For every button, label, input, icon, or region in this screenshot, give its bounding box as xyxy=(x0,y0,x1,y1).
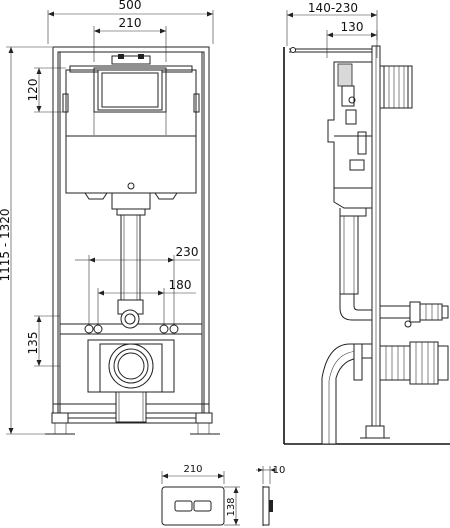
mounting-bar xyxy=(60,310,202,334)
dim-height-connections-label: 135 xyxy=(26,332,40,355)
dim-height-range: 1115 - 1320 xyxy=(0,47,52,434)
flush-plate-front: 210 138 xyxy=(162,464,240,525)
flush-pipe-side xyxy=(340,216,372,320)
dim-depth-range-label: 140-230 xyxy=(308,1,358,15)
cistern-side xyxy=(328,62,372,216)
dim-width-total-label: 500 xyxy=(119,0,142,12)
flush-pipe xyxy=(118,215,143,314)
plate-thickness-label: 10 xyxy=(273,465,286,476)
dim-height-button-zone-label: 120 xyxy=(26,79,40,102)
dim-depth-range: 140-230 xyxy=(287,1,377,46)
drain-connection xyxy=(88,340,174,422)
dim-depth-frame-label: 130 xyxy=(341,20,364,34)
dim-height-connections: 135 xyxy=(26,316,60,366)
dim-height-range-label: 1115 - 1320 xyxy=(0,208,12,281)
drain-elbow xyxy=(322,342,448,444)
front-view: 500 210 1115 - 1320 120 xyxy=(0,0,220,434)
flush-plate-side: 10 xyxy=(256,465,285,526)
dim-spacing-inner-label: 180 xyxy=(169,278,192,292)
dim-width-button-label: 210 xyxy=(119,16,142,30)
dim-spacing-inner: 180 xyxy=(98,278,196,325)
plate-width-label: 210 xyxy=(183,464,202,475)
flush-box-side xyxy=(380,66,412,108)
plate-height-label: 138 xyxy=(226,497,237,516)
dim-spacing-outer-label: 230 xyxy=(176,245,199,259)
cistern xyxy=(63,54,199,215)
wall-anchor xyxy=(289,48,372,53)
dim-width-button: 210 xyxy=(94,16,166,62)
water-connection xyxy=(380,302,448,327)
side-view: 140-230 130 xyxy=(284,1,450,444)
